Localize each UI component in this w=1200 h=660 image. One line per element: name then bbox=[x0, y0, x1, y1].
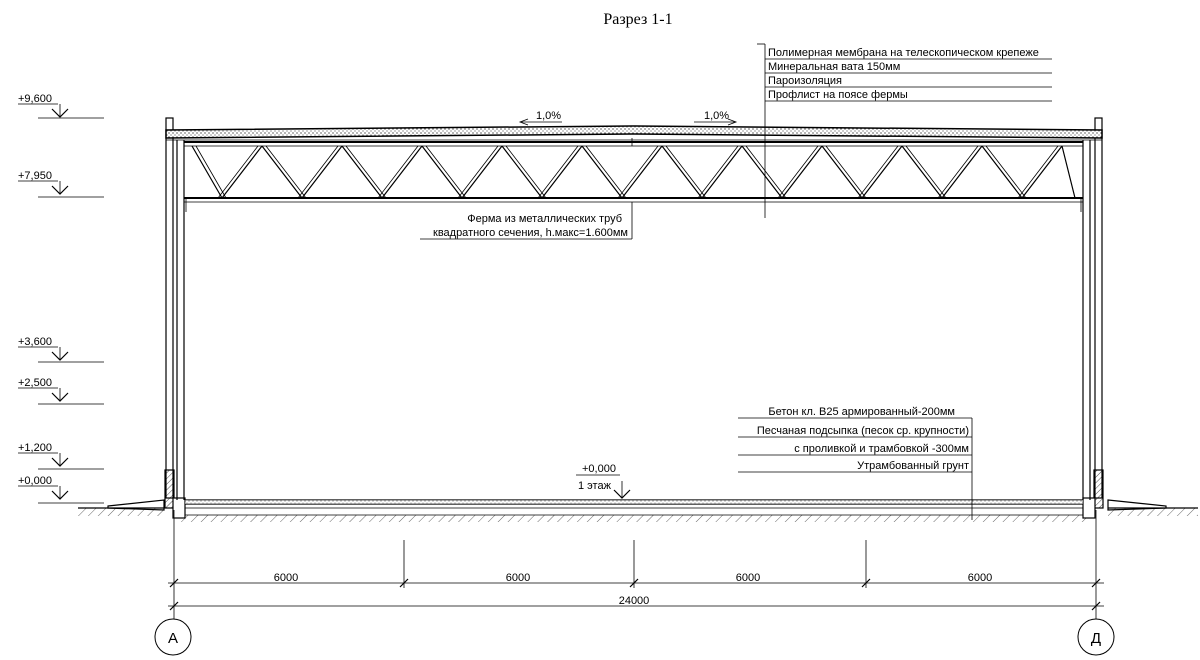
roof-layer: Минеральная вата 150мм bbox=[768, 61, 900, 73]
floor-layer: Утрамбованный грунт bbox=[857, 460, 969, 472]
roof-layers-callout: Полимерная мембрана на телескопическом к… bbox=[757, 43, 1052, 218]
level-marker: +3,600 bbox=[18, 336, 104, 363]
floor-level-marker: +0,000 1 этаж bbox=[576, 463, 631, 499]
dimension-chain: 6000 6000 6000 6000 24000 bbox=[168, 510, 1104, 630]
left-column bbox=[176, 140, 187, 500]
level-label: +0,000 bbox=[18, 475, 52, 487]
level-label: +1,200 bbox=[18, 442, 52, 454]
level-marker: +2,500 bbox=[18, 377, 104, 405]
level-marker: +7,950 bbox=[18, 170, 104, 198]
level-marker: +9,600 bbox=[18, 93, 104, 119]
floor-layer: Бетон кл. B25 армированный-200мм bbox=[768, 406, 955, 418]
span-dimension: 6000 bbox=[274, 572, 298, 584]
floor-layer: Песчаная подсыпка (песок ср. крупности) bbox=[757, 425, 969, 437]
roof-slope-left: 1,0% bbox=[518, 110, 562, 126]
floor-name: 1 этаж bbox=[578, 480, 612, 492]
floor-slab bbox=[185, 499, 1083, 509]
right-column bbox=[1080, 140, 1091, 500]
floor-layers-callout: Бетон кл. B25 армированный-200мм Песчана… bbox=[738, 406, 973, 520]
slope-label: 1,0% bbox=[704, 110, 729, 122]
total-dimension: 24000 bbox=[619, 595, 650, 607]
truss bbox=[184, 138, 1083, 203]
roof-layer: Профлист на поясе фермы bbox=[768, 89, 908, 101]
blind-area-left bbox=[107, 499, 165, 511]
truss-label-line2: квадратного сечения, h.макс=1.600мм bbox=[433, 227, 628, 239]
span-dimension: 6000 bbox=[736, 572, 760, 584]
left-wall bbox=[164, 117, 186, 519]
roof-slope-right: 1,0% bbox=[694, 110, 738, 126]
span-dimension: 6000 bbox=[506, 572, 530, 584]
floor-layer: с проливкой и трамбовкой -300мм bbox=[794, 443, 969, 455]
truss-label-line1: Ферма из металлических труб bbox=[467, 213, 622, 225]
right-wall bbox=[1082, 117, 1104, 519]
level-label: +2,500 bbox=[18, 377, 52, 389]
level-label: +3,600 bbox=[18, 336, 52, 348]
roof-layer: Полимерная мембрана на телескопическом к… bbox=[768, 47, 1039, 59]
roof bbox=[165, 125, 1103, 141]
slope-label: 1,0% bbox=[536, 110, 561, 122]
truss-label: Ферма из металлических труб квадратного … bbox=[420, 202, 633, 240]
axis-bubble-a: А bbox=[154, 618, 192, 656]
level-label: +9,600 bbox=[18, 93, 52, 105]
section-title: Разрез 1-1 bbox=[603, 11, 672, 28]
axis-bubble-d: Д bbox=[1077, 618, 1115, 656]
level-label: +7,950 bbox=[18, 170, 52, 182]
axis-label: Д bbox=[1091, 630, 1101, 647]
blind-area-right bbox=[1107, 499, 1167, 511]
level-marker: +0,000 bbox=[18, 475, 104, 504]
axis-label: А bbox=[168, 630, 178, 647]
level-markers: +9,600 +7,950 +3,600 +2,500 bbox=[18, 93, 104, 504]
floor-level: +0,000 bbox=[582, 463, 616, 475]
ground bbox=[78, 507, 1198, 522]
span-dimension: 6000 bbox=[968, 572, 992, 584]
roof-layer: Пароизоляция bbox=[768, 75, 842, 87]
level-marker: +1,200 bbox=[18, 442, 104, 470]
